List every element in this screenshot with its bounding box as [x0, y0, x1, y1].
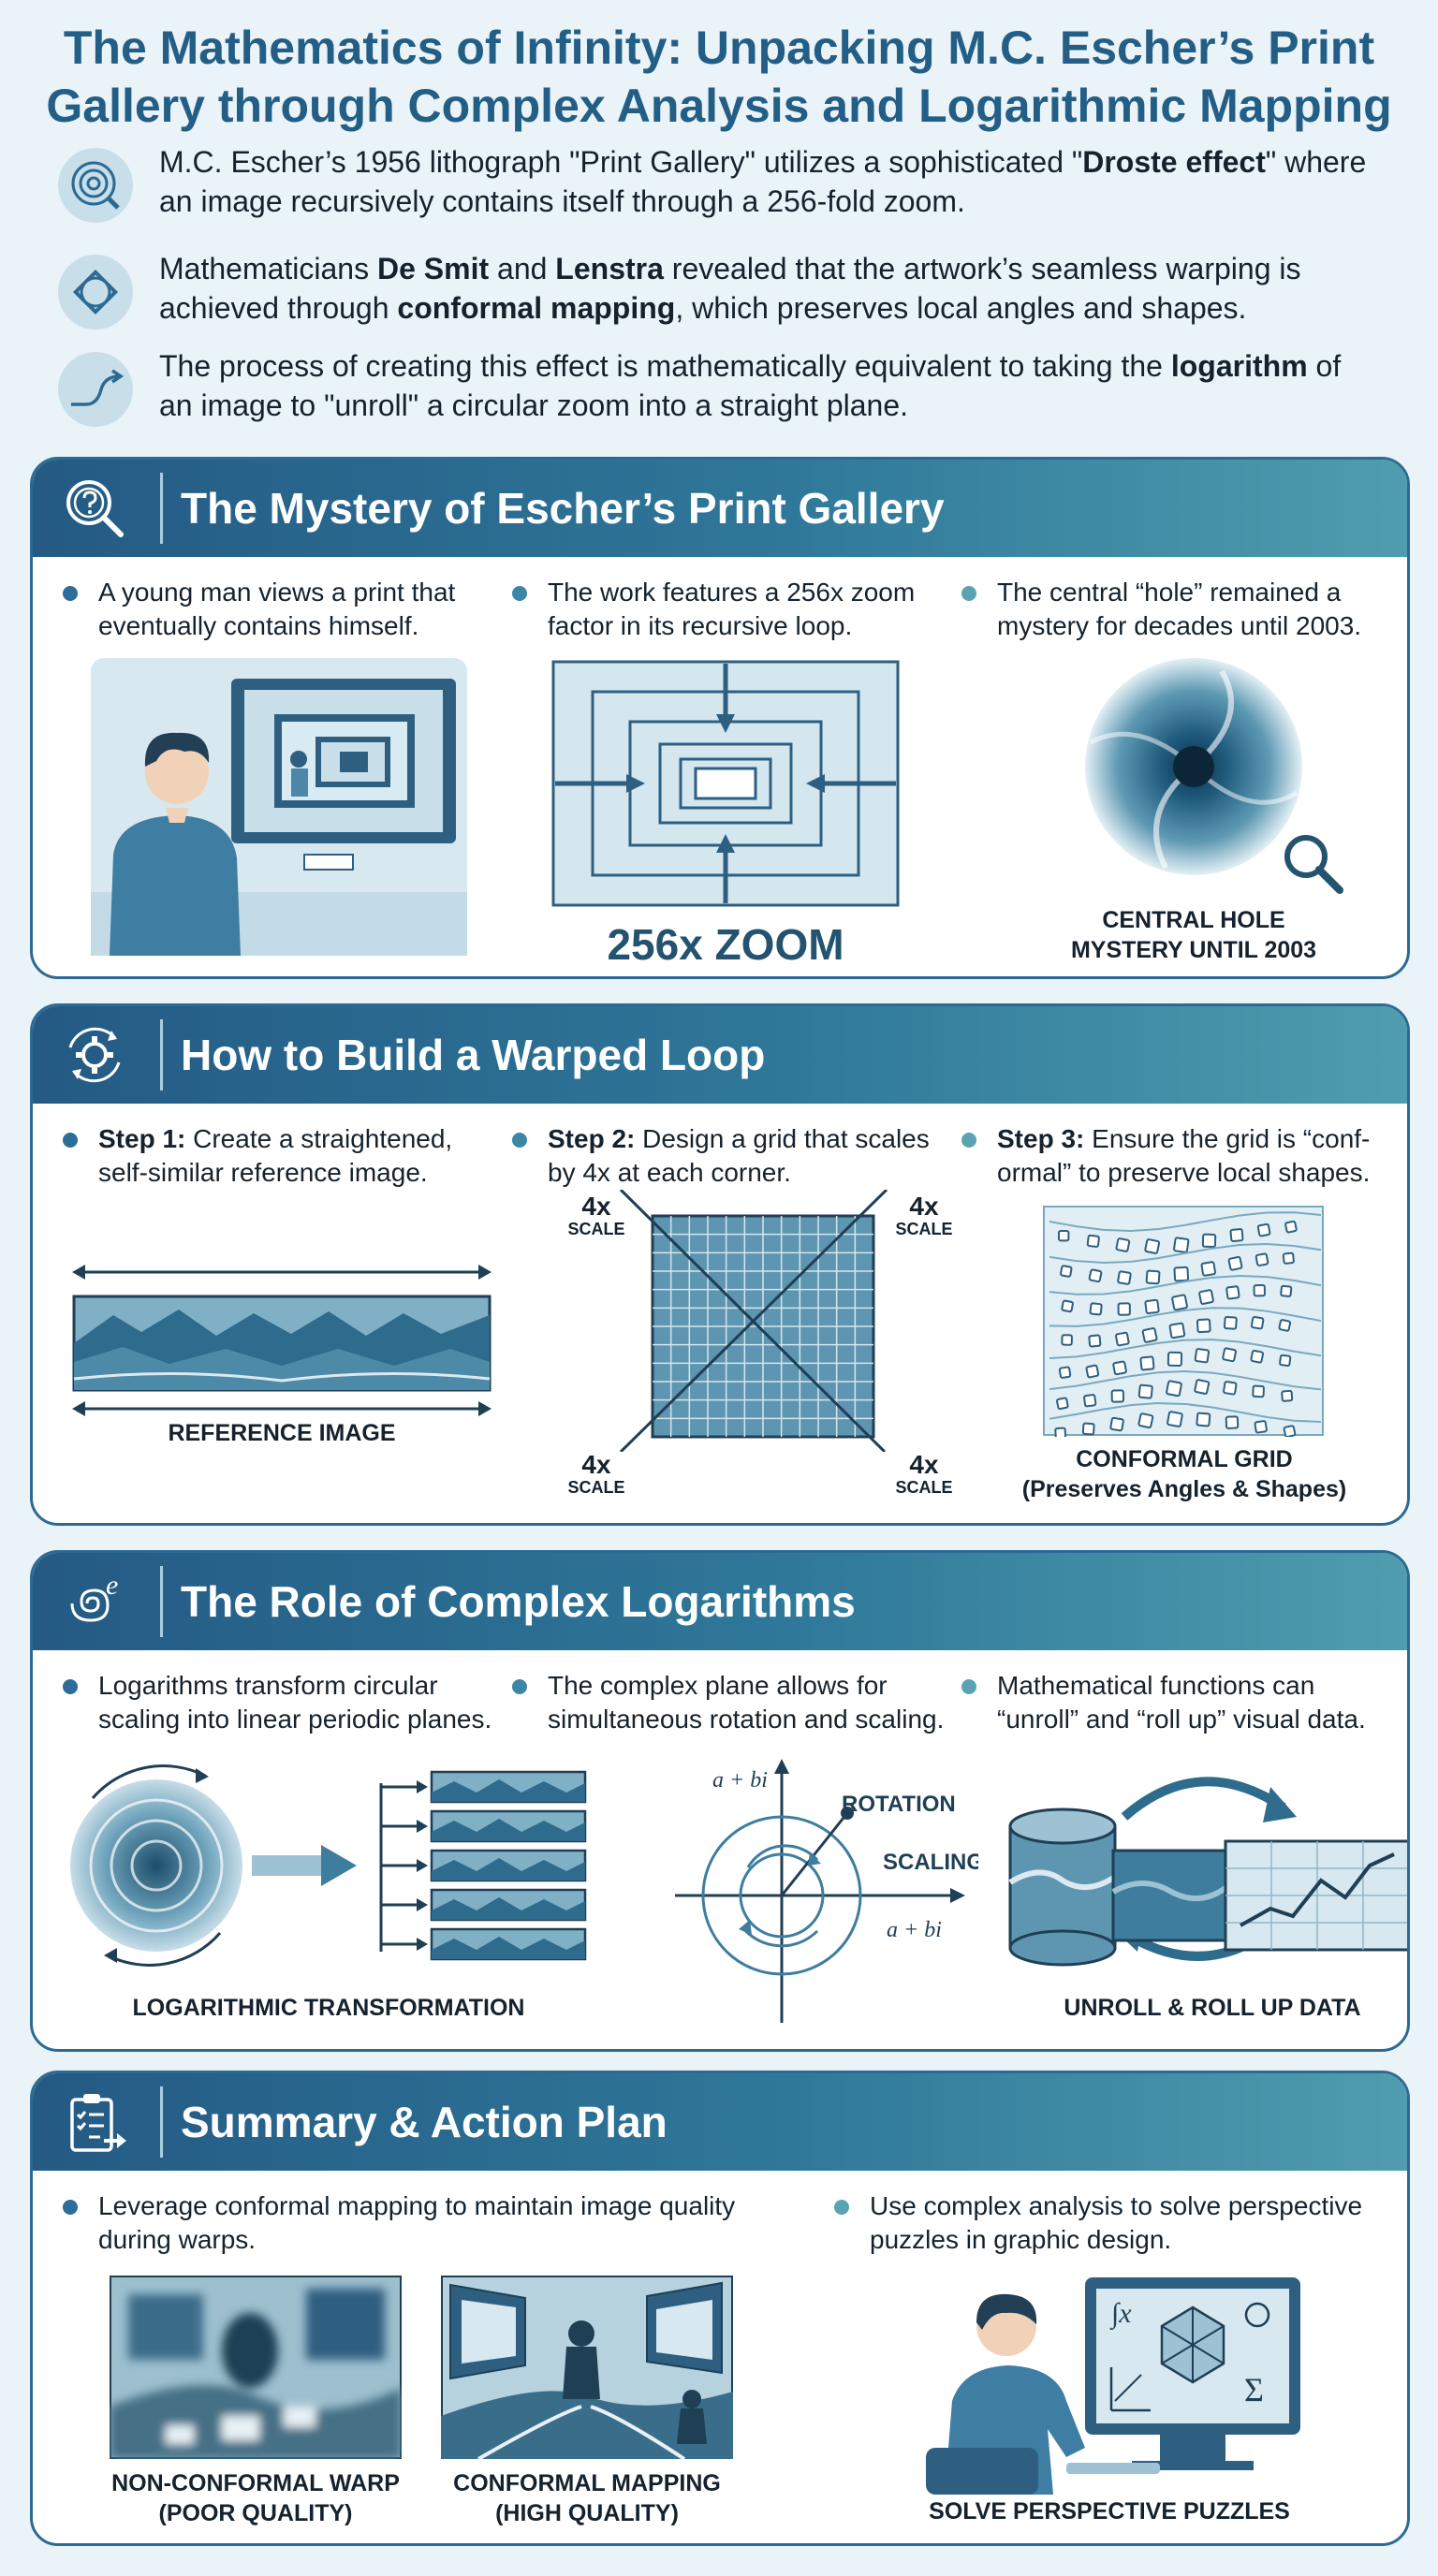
spiral-target-icon — [58, 148, 133, 223]
summary-point-2: Use complex analysis to solve perspectiv… — [832, 2189, 1394, 2257]
sigma-symbol: Σ — [1244, 2371, 1264, 2408]
conformal-grid-caption: CONFORMAL GRID(Preserves Angles & Shapes… — [1021, 1446, 1347, 1502]
logarithmic-transformation-caption: LOGARITHMIC TRANSFORMATION — [132, 1995, 525, 2021]
real-axis-label: a + bi — [887, 1918, 942, 1942]
intro-item-logarithm: The process of creating this effect is m… — [58, 346, 1387, 431]
unroll-roll-up-diagram — [1008, 1777, 1407, 1967]
complex-plane-diagram: a + bi a + bi ROTATION SCALING — [675, 1759, 978, 2023]
panel-build: How to Build a Warped Loop Step 1: Creat… — [30, 1003, 1410, 1526]
reference-image-strip — [72, 1265, 492, 1416]
panel-build-header: How to Build a Warped Loop — [33, 1006, 1407, 1104]
intro-text-logarithm: The process of creating this effect is m… — [159, 349, 1342, 422]
svg-text:e: e — [106, 1570, 118, 1601]
central-hole-vortex-illustration — [1085, 658, 1343, 894]
build-step-3: Step 3: Ensure the grid is “conf-ormal” … — [960, 1122, 1400, 1190]
clipboard-checklist-icon — [59, 2086, 130, 2158]
scaling-grid-diagram — [619, 1190, 888, 1452]
intro-item-droste: M.C. Escher’s 1956 lithograph "Print Gal… — [58, 142, 1387, 227]
panel-summary: Summary & Action Plan Leverage conformal… — [30, 2071, 1410, 2546]
panel-summary-header: Summary & Action Plan — [33, 2073, 1407, 2171]
person-solving-puzzles-illustration: ∫x Σ — [926, 2277, 1300, 2495]
reference-image-caption: REFERENCE IMAGE — [168, 1420, 396, 1446]
gear-cycle-icon — [59, 1019, 130, 1090]
mystery-point-2: The work features a 256x zoom factor in … — [510, 576, 941, 643]
question-magnifier-icon — [59, 473, 130, 544]
scaling-label: SCALING — [883, 1850, 978, 1875]
intro-text-droste: M.C. Escher’s 1956 lithograph "Print Gal… — [159, 145, 1367, 218]
panel-mystery-title: The Mystery of Escher’s Print Gallery — [181, 484, 945, 533]
conformal-mapping-image — [441, 2276, 733, 2459]
mystery-point-1: A young man views a print that eventuall… — [61, 576, 492, 643]
panel-logs-title: The Role of Complex Logarithms — [181, 1577, 856, 1626]
logs-point-1: Logarithms transform circular scaling in… — [61, 1669, 501, 1736]
panel-logs: e The Role of Complex Logarithms Logarit… — [30, 1550, 1410, 2052]
panel-logs-header: e The Role of Complex Logarithms — [33, 1553, 1407, 1650]
intro-text-conformal: Mathematicians De Smit and Lenstra revea… — [159, 252, 1301, 325]
young-man-viewing-print-illustration — [91, 658, 467, 956]
panel-mystery: The Mystery of Escher’s Print Gallery A … — [30, 457, 1410, 979]
integral-symbol: ∫x — [1109, 2298, 1132, 2331]
unroll-caption: UNROLL & ROLL UP DATA — [1064, 1995, 1361, 2021]
conformal-knot-icon — [58, 255, 133, 329]
logs-point-2: The complex plane allows for simultaneou… — [510, 1669, 950, 1736]
log-curve-icon — [58, 352, 133, 427]
build-step-2: Step 2: Design a grid that scales by 4x … — [510, 1122, 941, 1190]
conformal-grid-diagram — [1043, 1206, 1324, 1437]
logs-point-3: Mathematical functions can “unroll” and … — [960, 1669, 1400, 1736]
summary-point-1: Leverage conformal mapping to maintain i… — [61, 2189, 754, 2257]
panel-summary-title: Summary & Action Plan — [181, 2098, 668, 2146]
magnifier-icon — [1284, 835, 1328, 878]
zoom-frames-diagram: 256x ZOOM — [551, 660, 900, 967]
spiral-e-icon: e — [59, 1566, 130, 1637]
conformal-mapping-caption: CONFORMAL MAPPING(HIGH QUALITY) — [453, 2470, 721, 2526]
imaginary-axis-label: a + bi — [712, 1768, 768, 1793]
page-title: The Mathematics of Infinity: Unpacking M… — [46, 22, 1392, 132]
non-conformal-warp-image — [110, 2276, 402, 2459]
zoom-label: 256x ZOOM — [607, 920, 844, 967]
non-conformal-caption: NON-CONFORMAL WARP(POOR QUALITY) — [111, 2470, 400, 2526]
mystery-point-3: The central “hole” remained a mystery fo… — [960, 576, 1400, 643]
logarithmic-transformation-diagram — [70, 1764, 587, 1967]
rotation-label: ROTATION — [842, 1792, 956, 1817]
build-step-1: Step 1: Create a straightened, self-simi… — [61, 1122, 492, 1190]
solve-puzzles-caption: SOLVE PERSPECTIVE PUZZLES — [929, 2498, 1290, 2525]
panel-build-title: How to Build a Warped Loop — [181, 1031, 766, 1079]
intro-item-conformal: Mathematicians De Smit and Lenstra revea… — [58, 249, 1387, 333]
panel-mystery-header: The Mystery of Escher’s Print Gallery — [33, 460, 1407, 557]
